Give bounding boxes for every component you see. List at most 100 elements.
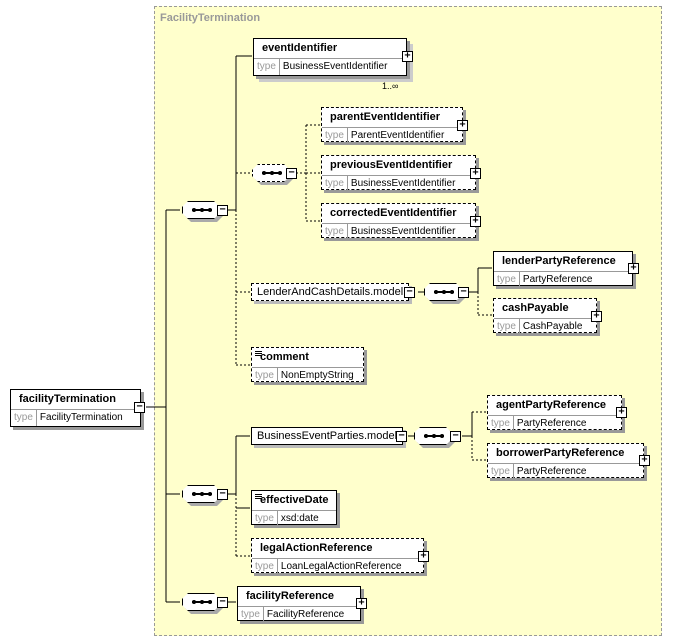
choice-compositor-parties[interactable] [414,427,458,451]
element-type: FacilityReference [266,609,345,620]
sequence-compositor-2[interactable] [182,485,226,509]
element-name: cashPayable [502,302,569,314]
element-type: NonEmptyString [280,370,354,381]
element-name: lenderPartyReference [502,255,616,267]
element-type-row: type BusinessEventIdentifier [322,223,475,240]
element-name: facilityTermination [19,393,116,405]
type-key: type [494,272,520,288]
expand-icon[interactable]: + [418,551,429,562]
expand-icon[interactable]: + [591,311,602,322]
complex-type-title: FacilityTermination [160,12,261,24]
element-type-row: type ParentEventIdentifier [322,127,462,144]
element-name: borrowerPartyReference [496,447,625,459]
element-name: comment [260,351,309,363]
type-key: type [11,410,37,426]
element-type-row: type NonEmptyString [252,367,363,384]
documentation-icon [255,494,262,495]
type-key: type [322,176,348,192]
element-correctedEventIdentifier[interactable]: correctedEventIdentifier type BusinessEv… [321,203,476,240]
element-type: PartyReference [516,418,587,429]
element-type-row: type PartyReference [488,415,621,432]
element-parentEventIdentifier[interactable]: parentEventIdentifier type ParentEventId… [321,107,463,144]
element-type: FacilityTermination [39,412,123,423]
element-comment[interactable]: comment type NonEmptyString [251,347,364,384]
element-type: PartyReference [516,466,587,477]
root-element-facilityTermination[interactable]: facilityTermination type FacilityTermina… [10,389,141,427]
sequence-icon [182,201,220,219]
expand-icon[interactable]: + [356,598,367,609]
element-type: BusinessEventIdentifier [350,226,456,237]
group-parties-model[interactable]: BusinessEventParties.model [251,427,404,445]
sequence-icon [182,485,220,503]
element-type: PartyReference [522,274,593,285]
element-type: BusinessEventIdentifier [350,178,456,189]
element-type-row: type xsd:date [252,510,336,527]
element-name: legalActionReference [260,542,373,554]
type-key: type [494,319,520,335]
sequence-icon [424,283,462,301]
sequence-icon [252,164,290,182]
collapse-icon[interactable]: − [134,402,145,413]
type-key: type [322,128,348,144]
type-key: type [252,368,278,384]
type-key: type [238,607,264,623]
collapse-icon[interactable]: − [458,287,469,298]
element-type: LoanLegalActionReference [280,561,402,572]
type-key: type [322,224,348,240]
type-key: type [488,416,514,432]
collapse-icon[interactable]: − [217,205,228,216]
element-previousEventIdentifier[interactable]: previousEventIdentifier type BusinessEve… [321,155,476,192]
element-type-row: type FacilityTermination [11,409,140,426]
element-type-row: type PartyReference [494,271,632,288]
sequence-compositor-3[interactable] [182,593,226,617]
element-type-row: type FacilityReference [238,606,360,623]
collapse-icon[interactable]: − [286,168,297,179]
element-type: ParentEventIdentifier [350,130,445,141]
sequence-compositor-1[interactable] [182,201,226,225]
element-type: BusinessEventIdentifier [282,61,388,72]
type-key: type [254,59,280,75]
collapse-icon[interactable]: − [450,431,461,442]
documentation-icon [255,351,262,352]
element-type-row: type LoanLegalActionReference [252,558,423,575]
collapse-icon[interactable]: − [396,431,407,442]
element-type: xsd:date [280,513,319,524]
element-name: previousEventIdentifier [330,159,453,171]
element-name: agentPartyReference [496,399,607,411]
element-name: effectiveDate [260,494,329,506]
element-effectiveDate[interactable]: effectiveDate type xsd:date [251,490,337,527]
element-type-row: type CashPayable [494,318,596,335]
element-name: correctedEventIdentifier [330,207,457,219]
element-legalActionReference[interactable]: legalActionReference type LoanLegalActio… [251,538,424,575]
expand-icon[interactable]: + [457,120,468,131]
expand-icon[interactable]: + [628,263,639,274]
type-key: type [252,511,278,527]
cardinality-label: 1..∞ [382,81,399,91]
element-type: CashPayable [522,321,583,332]
element-facilityReference[interactable]: facilityReference type FacilityReference [237,586,361,623]
collapse-icon[interactable]: − [404,287,415,298]
group-lender-model[interactable]: LenderAndCashDetails.model [251,283,410,301]
expand-icon[interactable]: + [616,407,627,418]
sequence-icon [414,427,452,445]
sequence-icon [182,593,220,611]
element-agentPartyReference[interactable]: agentPartyReference type PartyReference [487,395,622,432]
collapse-icon[interactable]: − [217,597,228,608]
type-key: type [488,464,514,480]
element-borrowerPartyReference[interactable]: borrowerPartyReference type PartyReferen… [487,443,644,480]
element-name: parentEventIdentifier [330,111,441,123]
expand-icon[interactable]: + [639,455,650,466]
type-key: type [252,559,278,575]
expand-icon[interactable]: + [470,168,481,179]
collapse-icon[interactable]: − [217,489,228,500]
element-name: eventIdentifier [262,42,338,54]
expand-icon[interactable]: + [402,51,413,62]
sequence-compositor-optional[interactable] [252,164,296,188]
element-eventIdentifier[interactable]: eventIdentifier type BusinessEventIdenti… [253,38,407,76]
sequence-compositor-lender[interactable] [424,283,468,307]
element-cashPayable[interactable]: cashPayable type CashPayable [493,298,597,335]
expand-icon[interactable]: + [470,216,481,227]
element-lenderPartyReference[interactable]: lenderPartyReference type PartyReference [493,251,633,288]
